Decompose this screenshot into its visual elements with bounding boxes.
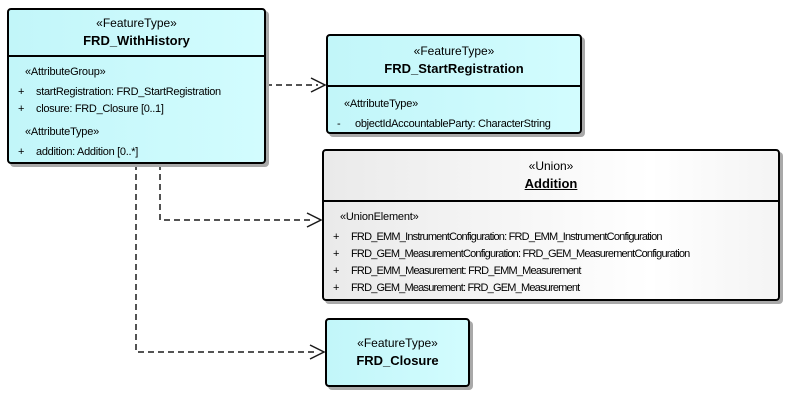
class-name: FRD_Closure <box>356 353 439 368</box>
stereotype-label: «FeatureType» <box>413 44 495 58</box>
union-element-stereotype: «UnionElement» <box>340 211 419 223</box>
attributes-compartment: «UnionElement» + FRD_EMM_InstrumentConfi… <box>324 202 778 299</box>
attribute-type-stereotype: «AttributeType» <box>25 126 100 138</box>
visibility-marker: + <box>18 103 25 115</box>
class-name: FRD_StartRegistration <box>384 61 524 76</box>
attribute-row: - objectIdAccountableParty: CharacterStr… <box>336 116 580 132</box>
stereotype-label: «FeatureType» <box>96 16 177 30</box>
class-header: «FeatureType» FRD_WithHistory <box>9 10 264 57</box>
visibility-marker: + <box>333 248 340 260</box>
class-header: «FeatureType» FRD_Closure <box>327 320 468 385</box>
attribute-text: FRD_EMM_Measurement: FRD_EMM_Measurement <box>351 265 581 277</box>
visibility-marker: - <box>337 118 341 130</box>
attribute-text: closure: FRD_Closure [0..1] <box>36 103 164 115</box>
class-name: Addition <box>524 176 578 191</box>
attribute-row: + addition: Addition [0..*] <box>17 144 264 161</box>
dependency-arrow-withhistory-to-startregistration[interactable] <box>266 77 327 93</box>
attribute-text: FRD_GEM_Measurement: FRD_GEM_Measurement <box>351 282 580 294</box>
attribute-row: + FRD_EMM_Measurement: FRD_EMM_Measureme… <box>332 263 778 280</box>
attribute-text: startRegistration: FRD_StartRegistration <box>36 86 221 98</box>
visibility-marker: + <box>18 86 25 98</box>
dependency-arrow-withhistory-to-closure[interactable] <box>135 164 326 360</box>
visibility-marker: + <box>333 282 340 294</box>
attribute-row: + FRD_GEM_MeasurementConfiguration: FRD_… <box>332 246 778 263</box>
dependency-arrow-withhistory-to-addition[interactable] <box>159 164 323 228</box>
attribute-row: + FRD_GEM_Measurement: FRD_GEM_Measureme… <box>332 280 778 297</box>
attributes-compartment: «AttributeGroup» + startRegistration: FR… <box>9 57 264 162</box>
class-box-addition[interactable]: «Union» Addition «UnionElement» + FRD_EM… <box>322 149 780 301</box>
attribute-text: objectIdAccountableParty: CharacterStrin… <box>355 118 551 130</box>
class-box-frd-withhistory[interactable]: «FeatureType» FRD_WithHistory «Attribute… <box>7 8 266 164</box>
attribute-text: FRD_EMM_InstrumentConfiguration: FRD_EMM… <box>351 231 663 243</box>
attribute-text: addition: Addition [0..*] <box>36 146 138 158</box>
stereotype-label: «Union» <box>528 159 574 173</box>
visibility-marker: + <box>333 265 340 277</box>
attribute-row: + startRegistration: FRD_StartRegistrati… <box>17 84 264 101</box>
class-header: «FeatureType» FRD_StartRegistration <box>328 36 580 87</box>
attribute-group-stereotype: «AttributeGroup» <box>25 66 106 78</box>
attribute-row: + FRD_EMM_InstrumentConfiguration: FRD_E… <box>332 229 778 246</box>
visibility-marker: + <box>333 231 340 243</box>
attribute-text: FRD_GEM_MeasurementConfiguration: FRD_GE… <box>351 248 690 260</box>
attributes-compartment: «AttributeType» - objectIdAccountablePar… <box>328 87 580 132</box>
class-name: FRD_WithHistory <box>83 33 190 48</box>
class-header: «Union» Addition <box>324 151 778 202</box>
attribute-row: + closure: FRD_Closure [0..1] <box>17 101 264 118</box>
stereotype-label: «FeatureType» <box>357 336 438 350</box>
class-box-frd-startregistration[interactable]: «FeatureType» FRD_StartRegistration «Att… <box>326 34 582 134</box>
visibility-marker: + <box>18 146 25 158</box>
class-box-frd-closure[interactable]: «FeatureType» FRD_Closure <box>325 318 470 387</box>
attribute-type-stereotype: «AttributeType» <box>344 98 419 110</box>
